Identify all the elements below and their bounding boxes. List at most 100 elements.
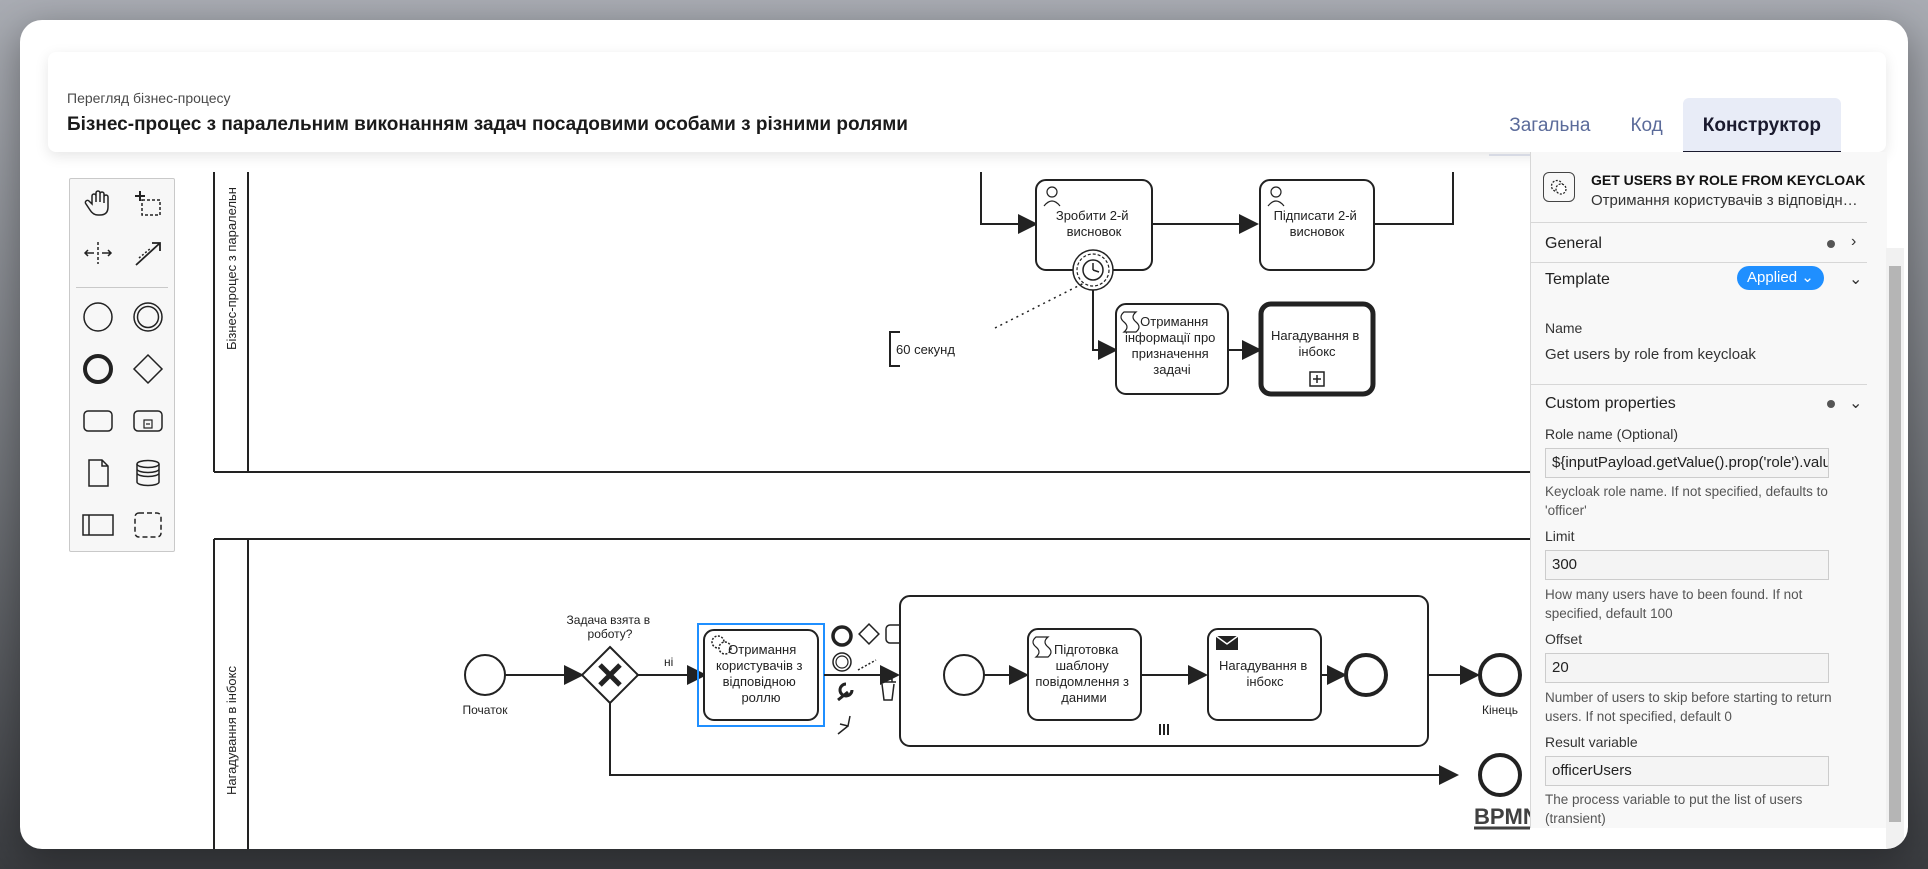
result-variable-description: The process variable to put the list of …	[1545, 792, 1803, 826]
flow-label-no: ні	[664, 655, 673, 669]
tab-constructor[interactable]: Конструктор	[1682, 98, 1841, 154]
limit-input[interactable]: 300	[1545, 550, 1829, 580]
svg-text:Нагадування в інбокс: Нагадування в інбокс	[1271, 328, 1363, 359]
space-tool-icon[interactable]	[78, 233, 118, 273]
svg-text:Підписати 2-й виснов: Підписати 2-й висновок	[1274, 208, 1361, 239]
connect-annotation-icon[interactable]	[857, 659, 877, 671]
group-general-label: General	[1545, 235, 1602, 252]
group-template[interactable]: Template ⌄	[1531, 262, 1867, 298]
group-divider	[1531, 384, 1867, 385]
pool-bottom[interactable]: Нагадування в інбокс	[213, 538, 1530, 849]
exclusive-gateway[interactable]: Задача взята в роботу?	[567, 613, 654, 705]
tab-code[interactable]: Код	[1630, 115, 1663, 136]
task-make-conclusion[interactable]: Зробити 2-й висновок	[1035, 179, 1153, 271]
end-event-label: Кінець	[1482, 703, 1518, 717]
start-event-icon[interactable]	[78, 297, 118, 337]
pool-top[interactable]: Бізнес-процес з паралельн	[213, 172, 1530, 473]
delete-icon[interactable]	[880, 678, 896, 701]
end-event-icon[interactable]	[78, 349, 118, 389]
template-applied-badge[interactable]: Applied ⌄	[1737, 266, 1824, 290]
wrench-icon[interactable]	[837, 682, 854, 702]
script-task-get-info-line3: призначення	[1132, 346, 1209, 361]
start-event-label: Початок	[463, 703, 509, 717]
global-connect-icon[interactable]	[128, 233, 168, 273]
script-task-prepare-template[interactable]: Підготовка шаблону повідомлення з даними	[1027, 628, 1142, 721]
service-task-line2: користувачів з	[716, 658, 803, 673]
bpmn-io-logo[interactable]: BPMN.io	[1474, 804, 1530, 830]
tab-general[interactable]: Загальна	[1509, 115, 1591, 136]
subprocess-icon[interactable]	[128, 401, 168, 441]
send-task-inbox[interactable]: Нагадування в інбокс	[1207, 628, 1322, 721]
diagram-canvas[interactable]: Бізнес-процес з паралельн Зробити 2-й ви…	[20, 172, 1530, 849]
group-general-indicator	[1827, 240, 1835, 248]
service-task-line3: відповідною	[723, 674, 796, 689]
script-task-get-info[interactable]: Отримання інформації про призначення зад…	[1115, 303, 1229, 395]
element-type: GET USERS BY ROLE FROM KEYCLOAK	[1591, 172, 1866, 188]
page-title: Бізнес-процес з паралельним виконанням з…	[67, 114, 908, 135]
chevron-down-icon[interactable]: ⌄	[1849, 395, 1863, 412]
prepare-template-line4: даними	[1061, 690, 1106, 705]
end-event-no[interactable]	[1478, 753, 1522, 797]
palette-separator	[76, 287, 168, 288]
group-template-label: Template	[1545, 271, 1610, 288]
intermediate-event-icon[interactable]	[128, 297, 168, 337]
app-window: Перегляд бізнес-процесу Бізнес-процес з …	[20, 20, 1908, 849]
task-make-conclusion-line2: висновок	[1067, 224, 1122, 239]
properties-scrollbar[interactable]	[1886, 248, 1904, 848]
task-icon[interactable]	[78, 401, 118, 441]
service-task-line1: Отримання	[728, 642, 796, 657]
properties-panel: GET USERS BY ROLE FROM KEYCLOAK Отриманн…	[1530, 152, 1887, 828]
lasso-tool-icon[interactable]	[128, 183, 168, 223]
script-task-get-info-line4: задачі	[1153, 362, 1190, 377]
task-sign-conclusion[interactable]: Підписати 2-й висновок	[1259, 179, 1375, 271]
task-make-conclusion-line1: Зробити 2-й	[1056, 208, 1129, 223]
chevron-right-icon[interactable]: ›	[1851, 233, 1857, 250]
name-value: Get users by role from keycloak	[1545, 346, 1756, 363]
tool-palette	[69, 178, 175, 552]
service-task-get-users[interactable]: Отримання користувачів з відповідною рол…	[697, 623, 825, 727]
prepare-template-line3: повідомлення з	[1035, 674, 1129, 689]
limit-label: Limit	[1545, 528, 1575, 544]
offset-label: Offset	[1545, 631, 1583, 647]
role-name-label: Role name (Optional)	[1545, 426, 1679, 442]
offset-input[interactable]: 20	[1545, 653, 1829, 683]
svg-text:Підготовка шаблону: Підготовка шаблону повідомлення з даними	[1035, 642, 1132, 705]
svg-text:Зробити 2-й висновок: Зробити 2-й висновок	[1056, 208, 1132, 239]
participant-icon[interactable]	[78, 505, 118, 545]
prepare-template-line1: Підготовка	[1054, 642, 1119, 657]
subprocess-multi-instance[interactable]: Підготовка шаблону повідомлення з даними…	[899, 595, 1429, 747]
page-subtitle: Перегляд бізнес-процесу	[67, 90, 231, 106]
task-sign-conclusion-line2: висновок	[1290, 224, 1345, 239]
connect-arrow-icon[interactable]	[837, 715, 851, 735]
text-annotation-timer[interactable]: 60 секунд	[889, 331, 955, 367]
append-end-event-icon[interactable]	[831, 625, 853, 647]
scrollbar-thumb[interactable]	[1889, 266, 1901, 822]
service-task-line4: роллю	[741, 690, 780, 705]
limit-description: How many users have to been found. If no…	[1545, 587, 1803, 621]
start-event[interactable]: Початок	[463, 654, 509, 717]
lane-label-top: Бізнес-процес з паралельн	[224, 187, 239, 350]
group-custom-label: Custom properties	[1545, 395, 1676, 412]
end-event[interactable]: Кінець	[1478, 653, 1522, 717]
chevron-down-icon[interactable]: ⌄	[1849, 271, 1863, 288]
data-store-icon[interactable]	[128, 453, 168, 493]
svg-text:Нагадування в інбо: Нагадування в інбокс	[1219, 658, 1311, 689]
role-name-input[interactable]: ${inputPayload.getValue().prop('role').v…	[1545, 448, 1829, 478]
result-variable-input[interactable]: officerUsers	[1545, 756, 1829, 786]
append-gateway-icon[interactable]	[858, 623, 880, 645]
group-icon[interactable]	[128, 505, 168, 545]
svg-text:Отримання користувач: Отримання користувачів з відповідною рол…	[716, 642, 806, 705]
group-general[interactable]: General ›	[1531, 226, 1867, 262]
timer-boundary-event[interactable]	[1072, 249, 1114, 291]
template-applied-label: Applied	[1747, 269, 1798, 286]
hand-tool-icon[interactable]	[78, 183, 118, 223]
gateway-label-line1: Задача взята в	[567, 613, 651, 627]
data-object-icon[interactable]	[78, 453, 118, 493]
svg-text:Отримання інформації: Отримання інформації про призначення зад…	[1125, 314, 1219, 377]
group-custom-properties[interactable]: Custom properties ⌄	[1531, 386, 1867, 422]
context-pad[interactable]	[831, 623, 907, 735]
gateway-icon[interactable]	[128, 349, 168, 389]
script-task-get-info-line1: Отримання	[1140, 314, 1208, 329]
call-activity-reminder[interactable]: Нагадування в інбокс	[1258, 301, 1376, 397]
send-task-line2: інбокс	[1246, 674, 1284, 689]
